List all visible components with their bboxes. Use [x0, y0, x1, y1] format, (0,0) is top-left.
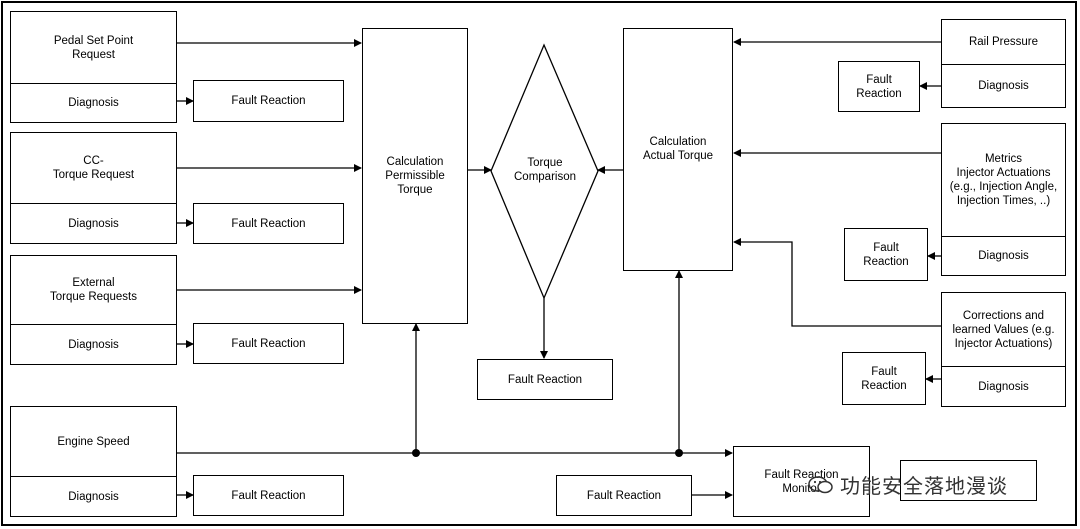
- rail-fault-reaction-box: Fault Reaction: [838, 61, 920, 112]
- engine-speed-box: Engine Speed: [10, 406, 177, 477]
- corrections-diagnosis-box: Diagnosis: [941, 366, 1066, 407]
- permissible-torque-box: Calculation Permissible Torque: [362, 28, 468, 324]
- metrics-fault-reaction-box: Fault Reaction: [844, 228, 928, 281]
- cc-diagnosis-box: Diagnosis: [10, 203, 177, 244]
- external-fault-reaction-box: Fault Reaction: [193, 323, 344, 364]
- actual-torque-box: Calculation Actual Torque: [623, 28, 733, 271]
- external-torque-box: External Torque Requests: [10, 255, 177, 325]
- engine-speed-fault-reaction-box: Fault Reaction: [193, 475, 344, 516]
- partial-box: [900, 460, 1037, 501]
- pedal-fault-reaction-box: Fault Reaction: [193, 80, 344, 122]
- pedal-diagnosis-box: Diagnosis: [10, 83, 177, 123]
- watermark-text: 功能安全落地漫谈: [840, 474, 1008, 498]
- torque-comparison-label: Torque Comparison: [514, 157, 576, 183]
- cc-torque-request-box: CC- Torque Request: [10, 132, 177, 204]
- pedal-request-box: Pedal Set Point Request: [10, 11, 177, 84]
- corrections-box: Corrections and learned Values (e.g. Inj…: [941, 292, 1066, 367]
- wechat-icon: [808, 475, 833, 493]
- watermark: 功能安全落地漫谈: [808, 470, 1008, 499]
- metrics-injector-box: Metrics Injector Actuations (e.g., Injec…: [941, 123, 1066, 237]
- external-diagnosis-box: Diagnosis: [10, 324, 177, 365]
- bottom-fault-reaction-box: Fault Reaction: [556, 475, 692, 516]
- cc-fault-reaction-box: Fault Reaction: [193, 203, 344, 244]
- metrics-diagnosis-box: Diagnosis: [941, 236, 1066, 276]
- fault-reaction-monitor-box: Fault Reaction Monitor: [733, 446, 870, 517]
- rail-pressure-box: Rail Pressure: [941, 19, 1066, 65]
- engine-speed-diagnosis-box: Diagnosis: [10, 476, 177, 517]
- corrections-fault-reaction-box: Fault Reaction: [842, 352, 926, 405]
- rail-diagnosis-box: Diagnosis: [941, 64, 1066, 108]
- comparison-fault-reaction-box: Fault Reaction: [477, 359, 613, 400]
- comparison-diamond: [490, 43, 599, 300]
